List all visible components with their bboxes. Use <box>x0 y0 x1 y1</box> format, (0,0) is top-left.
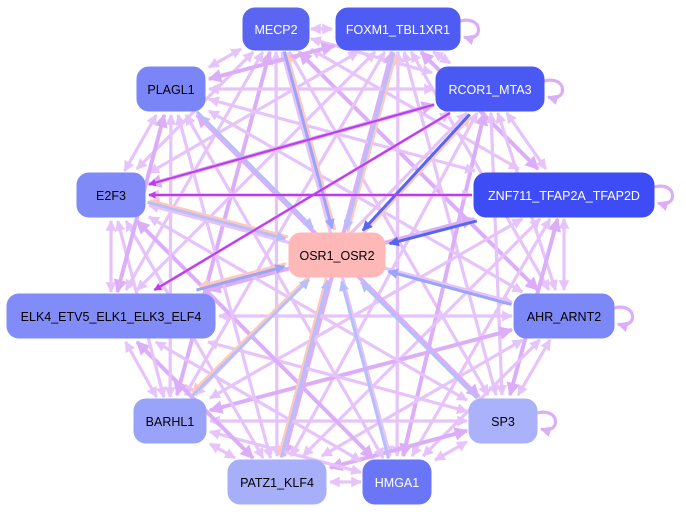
node-label: MECP2 <box>254 23 297 37</box>
mesh-edge <box>123 114 158 172</box>
node-ahr-arnt2[interactable]: AHR_ARNT2 <box>513 293 615 339</box>
node-box[interactable] <box>227 459 327 505</box>
node-mecp2[interactable]: MECP2 <box>242 7 310 51</box>
center-in-edge <box>191 278 311 397</box>
strong-edge <box>153 112 451 291</box>
mesh-edge <box>391 50 404 458</box>
self-loop-edge <box>613 305 635 333</box>
node-box[interactable] <box>133 398 207 444</box>
center-in-edge <box>387 268 512 306</box>
node-barhl1[interactable]: BARHL1 <box>133 398 207 444</box>
node-patz1-klf4[interactable]: PATZ1_KLF4 <box>227 459 327 505</box>
mesh-edge <box>209 442 236 460</box>
self-loop-edges <box>459 18 675 438</box>
node-box[interactable] <box>242 7 310 51</box>
node-hmga1[interactable]: HMGA1 <box>362 459 432 505</box>
node-foxm1-tbl1xr1[interactable]: FOXM1_TBL1XR1 <box>335 7 461 51</box>
center-out-edge <box>346 54 399 233</box>
strong-edge <box>148 103 435 187</box>
node-label: ZNF711_TFAP2A_TFAP2D <box>488 189 640 203</box>
self-loop-edge <box>653 184 675 212</box>
center-in-edge <box>388 219 478 247</box>
node-box[interactable] <box>473 172 655 218</box>
mesh-edge <box>164 113 177 399</box>
node-e2f3[interactable]: E2F3 <box>76 172 146 218</box>
center-in-edge <box>147 200 287 242</box>
center-in-edge <box>279 279 331 458</box>
node-label: PLAGL1 <box>147 83 194 97</box>
mesh-edge <box>208 47 242 69</box>
node-label: AHR_ARNT2 <box>527 310 601 324</box>
node-osr1-osr2[interactable]: OSR1_OSR2 <box>288 232 386 278</box>
node-plagl1[interactable]: PLAGL1 <box>136 66 206 112</box>
center-in-edge <box>360 281 479 400</box>
center-out-edge <box>191 275 311 394</box>
center-out-edge <box>199 262 287 289</box>
mesh-edge <box>432 50 452 65</box>
node-label: FOXM1_TBL1XR1 <box>346 23 450 37</box>
node-elk4-etv5-elk1-elk3-elf4[interactable]: ELK4_ETV5_ELK1_ELK3_ELF4 <box>6 293 216 339</box>
center-out-edge <box>284 51 337 231</box>
center-edges <box>147 51 512 459</box>
node-box[interactable] <box>136 66 206 112</box>
node-box[interactable] <box>435 66 545 112</box>
node-label: E2F3 <box>96 189 126 203</box>
node-znf711-tfap2a-tfap2d[interactable]: ZNF711_TFAP2A_TFAP2D <box>473 172 655 218</box>
node-label: SP3 <box>491 415 515 429</box>
node-box[interactable] <box>362 459 432 505</box>
center-in-edge <box>343 52 396 231</box>
center-in-edge <box>196 264 286 292</box>
center-in-edge <box>361 113 471 232</box>
node-box[interactable] <box>468 398 538 444</box>
strong-edges <box>148 103 472 291</box>
center-out-edge <box>276 277 328 456</box>
node-box[interactable] <box>335 7 461 51</box>
node-label: HMGA1 <box>375 476 420 490</box>
node-box[interactable] <box>76 172 146 218</box>
self-loop-edge <box>459 18 481 46</box>
node-sp3[interactable]: SP3 <box>468 398 538 444</box>
node-label: RCOR1_MTA3 <box>448 83 531 97</box>
node-box[interactable] <box>6 293 216 339</box>
node-box[interactable] <box>513 293 615 339</box>
mesh-edge <box>207 42 336 83</box>
node-label: BARHL1 <box>146 415 195 429</box>
node-label: PATZ1_KLF4 <box>240 476 314 490</box>
node-rcor1-mta3[interactable]: RCOR1_MTA3 <box>435 66 545 112</box>
self-loop-edge <box>543 78 565 106</box>
center-in-edge <box>195 110 314 229</box>
node-box[interactable] <box>288 232 386 278</box>
mesh-edge <box>270 50 283 458</box>
center-in-edge <box>339 280 390 459</box>
self-loop-edge <box>536 410 558 438</box>
node-label: ELK4_ETV5_ELK1_ELK3_ELF4 <box>21 310 202 324</box>
center-out-edge <box>149 197 289 239</box>
center-out-edge <box>361 116 471 235</box>
node-label: OSR1_OSR2 <box>299 249 374 263</box>
nodes: MECP2 FOXM1_TBL1XR1RCOR1_MTA3ZNF711_TFAP2… <box>6 7 655 505</box>
mesh-edge <box>434 440 468 462</box>
